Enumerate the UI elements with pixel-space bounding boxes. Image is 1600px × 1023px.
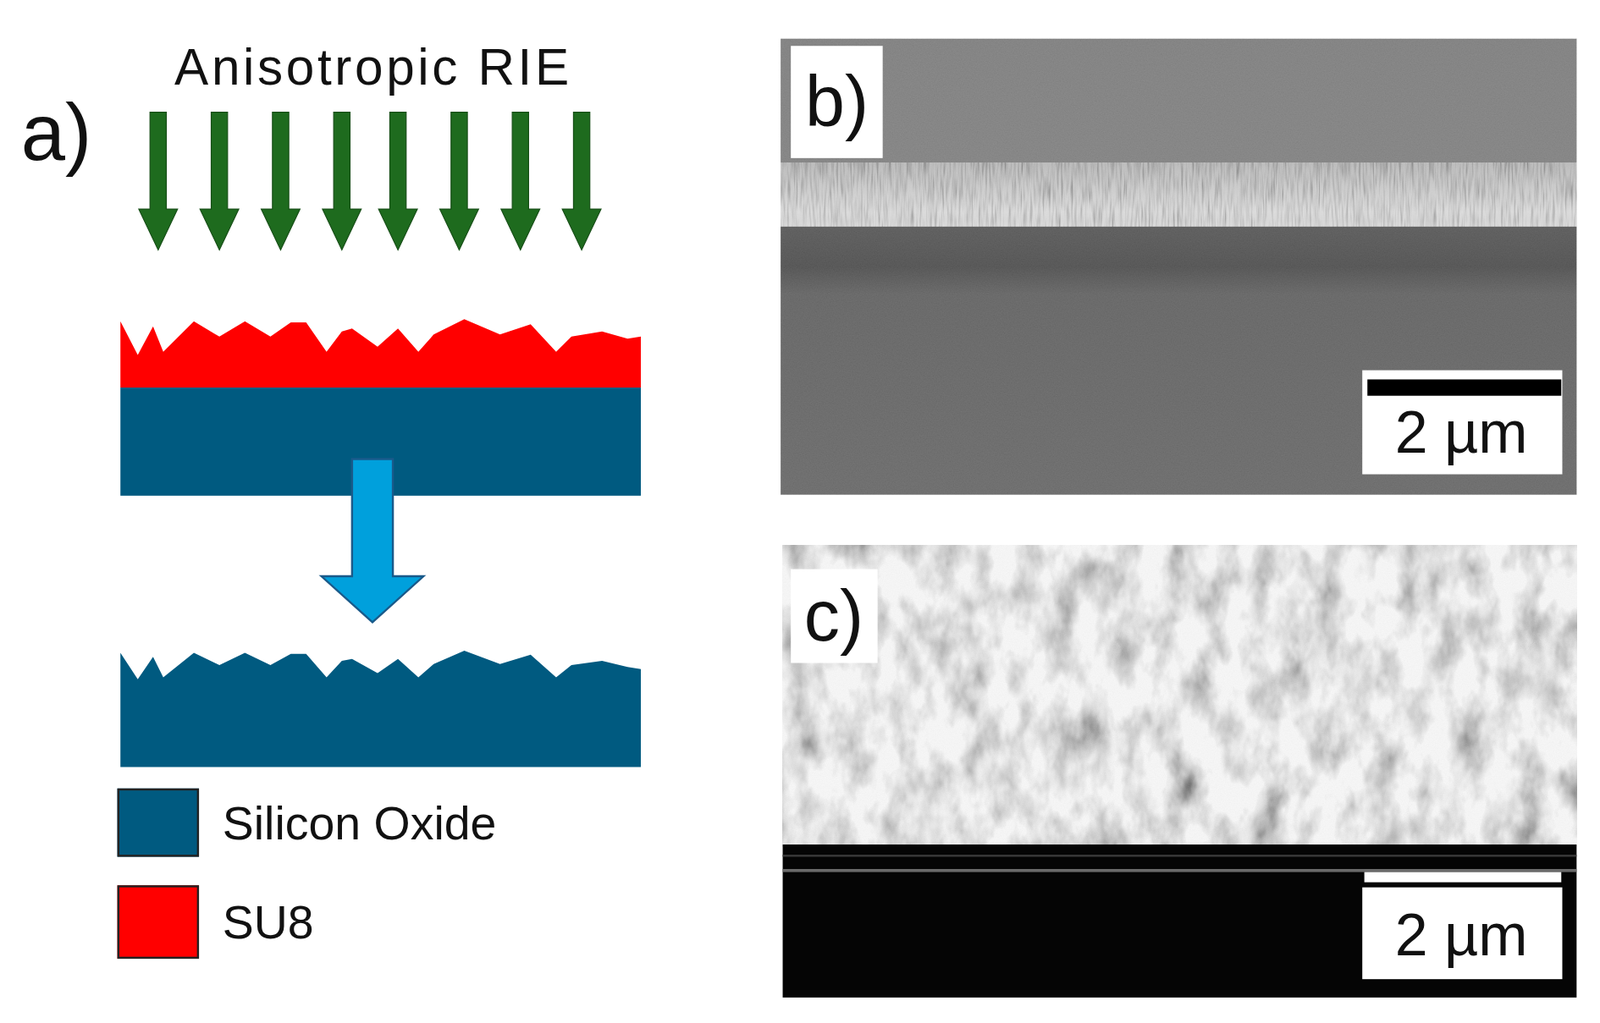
panel-label: c) [804,580,864,652]
panel-label: a) [21,93,93,173]
etched-oxide [120,651,641,767]
su8-layer [120,319,641,388]
process-arrow [321,458,425,623]
legend-swatch [117,885,199,960]
scale-bar-label: 2 µm [1395,905,1529,966]
sem-image-b [780,38,1577,496]
legend-swatch [117,788,199,858]
legend-text: Silicon Oxide [222,799,497,846]
sem-image-c [783,546,1578,999]
panel-label: b) [805,66,869,138]
scale-bar-label: 2 µm [1395,402,1529,463]
process-label: Anisotropic RIE [174,41,573,93]
ion-arrows [138,112,602,251]
legend-text: SU8 [222,899,315,946]
